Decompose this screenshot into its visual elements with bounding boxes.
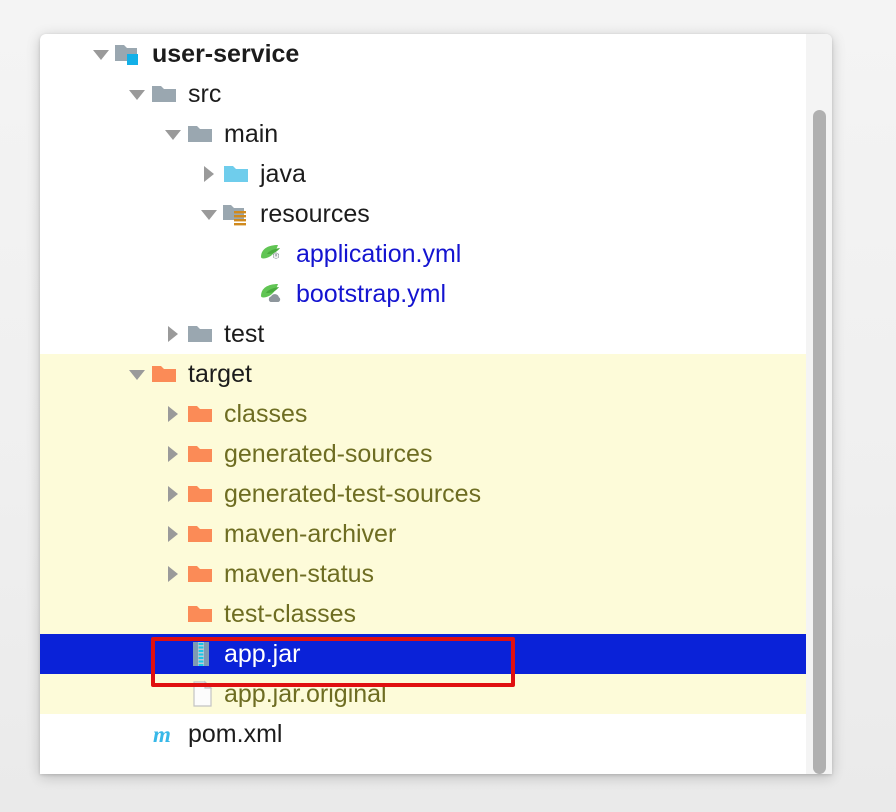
tree-row-label: app.jar.original <box>224 679 387 708</box>
folder-orange-icon <box>186 560 216 588</box>
tree-row[interactable]: bootstrap.yml <box>40 274 832 314</box>
tree-row[interactable]: maven-status <box>40 554 832 594</box>
spring-gear-icon <box>258 240 288 268</box>
folder-orange-icon <box>186 520 216 548</box>
folder-orange-icon <box>186 440 216 468</box>
arrow-spacer <box>232 281 258 307</box>
folder-orange-icon <box>186 400 216 428</box>
chevron-right-icon[interactable] <box>160 561 186 587</box>
chevron-right-icon[interactable] <box>160 481 186 507</box>
folder-orange-icon <box>186 480 216 508</box>
maven-m-icon: m <box>150 720 180 748</box>
arrow-spacer <box>160 681 186 707</box>
tree-row-label: application.yml <box>296 239 462 268</box>
chevron-right-icon[interactable] <box>160 521 186 547</box>
tree-row-label: maven-archiver <box>224 519 397 548</box>
chevron-down-icon[interactable] <box>124 81 150 107</box>
svg-text:m: m <box>153 722 171 747</box>
tree-row[interactable]: classes <box>40 394 832 434</box>
tree-row[interactable]: application.yml <box>40 234 832 274</box>
chevron-right-icon[interactable] <box>160 401 186 427</box>
tree-row-label: bootstrap.yml <box>296 279 447 308</box>
vertical-scrollbar-thumb[interactable] <box>813 110 826 774</box>
folder-gray-icon <box>186 120 216 148</box>
chevron-right-icon[interactable] <box>160 321 186 347</box>
folder-orange-icon <box>186 600 216 628</box>
tree-row[interactable]: user-service <box>40 34 832 74</box>
tree-row[interactable]: generated-sources <box>40 434 832 474</box>
arrow-spacer <box>160 601 186 627</box>
arrow-spacer <box>124 721 150 747</box>
tree-row-label: maven-status <box>224 559 375 588</box>
chevron-right-icon[interactable] <box>196 161 222 187</box>
tree-row-label: target <box>188 359 252 388</box>
folder-orange-icon <box>150 360 180 388</box>
tree-row[interactable]: main <box>40 114 832 154</box>
vertical-scrollbar-track[interactable] <box>806 34 832 774</box>
folder-sources-icon <box>222 160 252 188</box>
module-folder-icon <box>114 40 144 68</box>
tree-row-label: java <box>260 159 306 188</box>
tree-row-label: test <box>224 319 265 348</box>
chevron-right-icon[interactable] <box>160 441 186 467</box>
tree-row[interactable]: resources <box>40 194 832 234</box>
arrow-spacer <box>160 641 186 667</box>
folder-resources-icon <box>222 200 252 228</box>
spring-cloud-icon <box>258 280 288 308</box>
chevron-down-icon[interactable] <box>124 361 150 387</box>
tree-row-label: user-service <box>152 39 300 68</box>
folder-gray-icon <box>150 80 180 108</box>
tree-row-label: main <box>224 119 279 148</box>
tree-row-label: resources <box>260 199 370 228</box>
tree-row-label: app.jar <box>224 639 301 668</box>
tree-row[interactable]: maven-archiver <box>40 514 832 554</box>
tree-row[interactable]: test <box>40 314 832 354</box>
jar-archive-icon <box>186 640 216 668</box>
tree-row[interactable]: app.jar <box>40 634 832 674</box>
folder-gray-icon <box>186 320 216 348</box>
tree-row[interactable]: generated-test-sources <box>40 474 832 514</box>
chevron-down-icon[interactable] <box>88 41 114 67</box>
tree-row-label: pom.xml <box>188 719 283 748</box>
tree-row[interactable]: src <box>40 74 832 114</box>
file-generic-icon <box>186 680 216 708</box>
tree-row-label: classes <box>224 399 308 428</box>
chevron-down-icon[interactable] <box>196 201 222 227</box>
tree-row[interactable]: app.jar.original <box>40 674 832 714</box>
chevron-down-icon[interactable] <box>160 121 186 147</box>
tree-row-label: generated-test-sources <box>224 479 482 508</box>
tree-row-label: test-classes <box>224 599 356 628</box>
tree-row-label: generated-sources <box>224 439 433 468</box>
arrow-spacer <box>232 241 258 267</box>
tree-row[interactable]: java <box>40 154 832 194</box>
tree-row-label: src <box>188 79 222 108</box>
tree-row[interactable]: target <box>40 354 832 394</box>
tree-row[interactable]: m pom.xml <box>40 714 832 754</box>
tree-row[interactable]: test-classes <box>40 594 832 634</box>
